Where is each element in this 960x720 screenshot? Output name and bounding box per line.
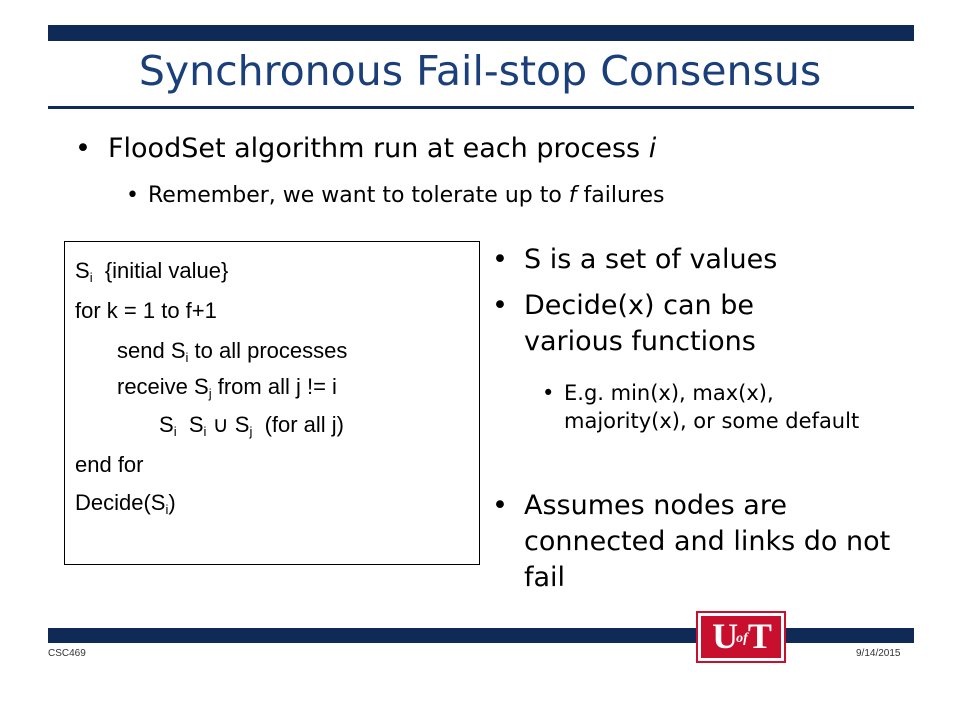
- code-line-1: Si {initial value}: [75, 258, 229, 285]
- bullet-italic: f: [568, 183, 577, 208]
- bullet-dot: •: [75, 133, 91, 164]
- bullet-text: Assumes nodes are connected and links do…: [524, 490, 891, 593]
- slide-title: Synchronous Fail-stop Consensus: [138, 47, 822, 95]
- bullet-text: FloodSet algorithm run at each process: [108, 133, 649, 164]
- logo-text: UofT: [712, 616, 772, 656]
- footer-course-code: CSC469: [48, 648, 86, 659]
- algorithm-code-box: Si {initial value} for k = 1 to f+1 send…: [64, 241, 480, 565]
- bullet-dot: •: [492, 244, 508, 275]
- bullet-text: E.g. min(x), max(x), majority(x), or som…: [564, 381, 860, 433]
- right-bullet-decide: • Decide(x) can be various functions: [492, 288, 824, 360]
- bullet-text: Decide(x) can be various functions: [524, 290, 756, 357]
- bullet-text: S is a set of values: [524, 244, 778, 275]
- subbullet-tolerate: • Remember, we want to tolerate up to f …: [126, 183, 665, 208]
- code-line-6: end for: [75, 452, 144, 477]
- bullet-italic: i: [648, 133, 657, 164]
- code-line-2: for k = 1 to f+1: [75, 298, 217, 323]
- footer-date: 9/14/2015: [856, 648, 901, 659]
- bullet-dot: •: [492, 290, 508, 321]
- right-subbullet-examples: • E.g. min(x), max(x), majority(x), or s…: [542, 379, 894, 435]
- bullet-floodset: • FloodSet algorithm run at each process…: [75, 133, 657, 164]
- code-line-3: send Si to all processes: [117, 338, 348, 365]
- title-underline: [48, 106, 914, 109]
- code-line-4: receive Sj from all j != i: [117, 374, 337, 401]
- code-line-5: Si Si ∪ Sj (for all j): [159, 412, 345, 439]
- right-bullet-assumes: • Assumes nodes are connected and links …: [492, 488, 934, 596]
- union-icon: ∪: [212, 413, 229, 438]
- bullet-dot: •: [492, 490, 508, 521]
- right-bullet-set: • S is a set of values: [492, 242, 904, 278]
- university-logo: UofT: [696, 611, 786, 663]
- code-line-7: Decide(Si): [75, 490, 176, 517]
- bullet-text-post: failures: [576, 183, 665, 208]
- bullet-dot: •: [542, 381, 555, 405]
- logo-background: [701, 616, 781, 658]
- bullet-dot: •: [126, 183, 139, 208]
- top-decorative-bar: [48, 25, 914, 41]
- bullet-text: Remember, we want to tolerate up to: [148, 183, 569, 208]
